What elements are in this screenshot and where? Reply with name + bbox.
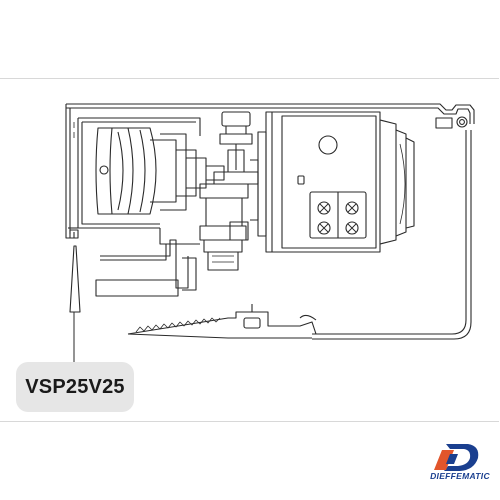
rail-profile-icon bbox=[66, 103, 475, 340]
terminal-block-icon bbox=[309, 191, 367, 239]
leader-arrow-icon bbox=[69, 245, 81, 364]
brand-mark-icon bbox=[434, 444, 479, 471]
model-label: VSP25V25 bbox=[16, 362, 134, 412]
rack-rail bbox=[127, 304, 317, 339]
motor-block-icon bbox=[250, 111, 415, 253]
brand-name: DIEFFEMATIC bbox=[430, 471, 490, 481]
lower-bracket bbox=[95, 228, 200, 297]
bolt-stack bbox=[199, 111, 259, 271]
drawing-frame bbox=[0, 78, 499, 422]
carriage-frame bbox=[65, 104, 201, 239]
brand-logo: DIEFFEMATIC bbox=[424, 440, 496, 496]
roller-wheel-icon bbox=[95, 127, 225, 215]
